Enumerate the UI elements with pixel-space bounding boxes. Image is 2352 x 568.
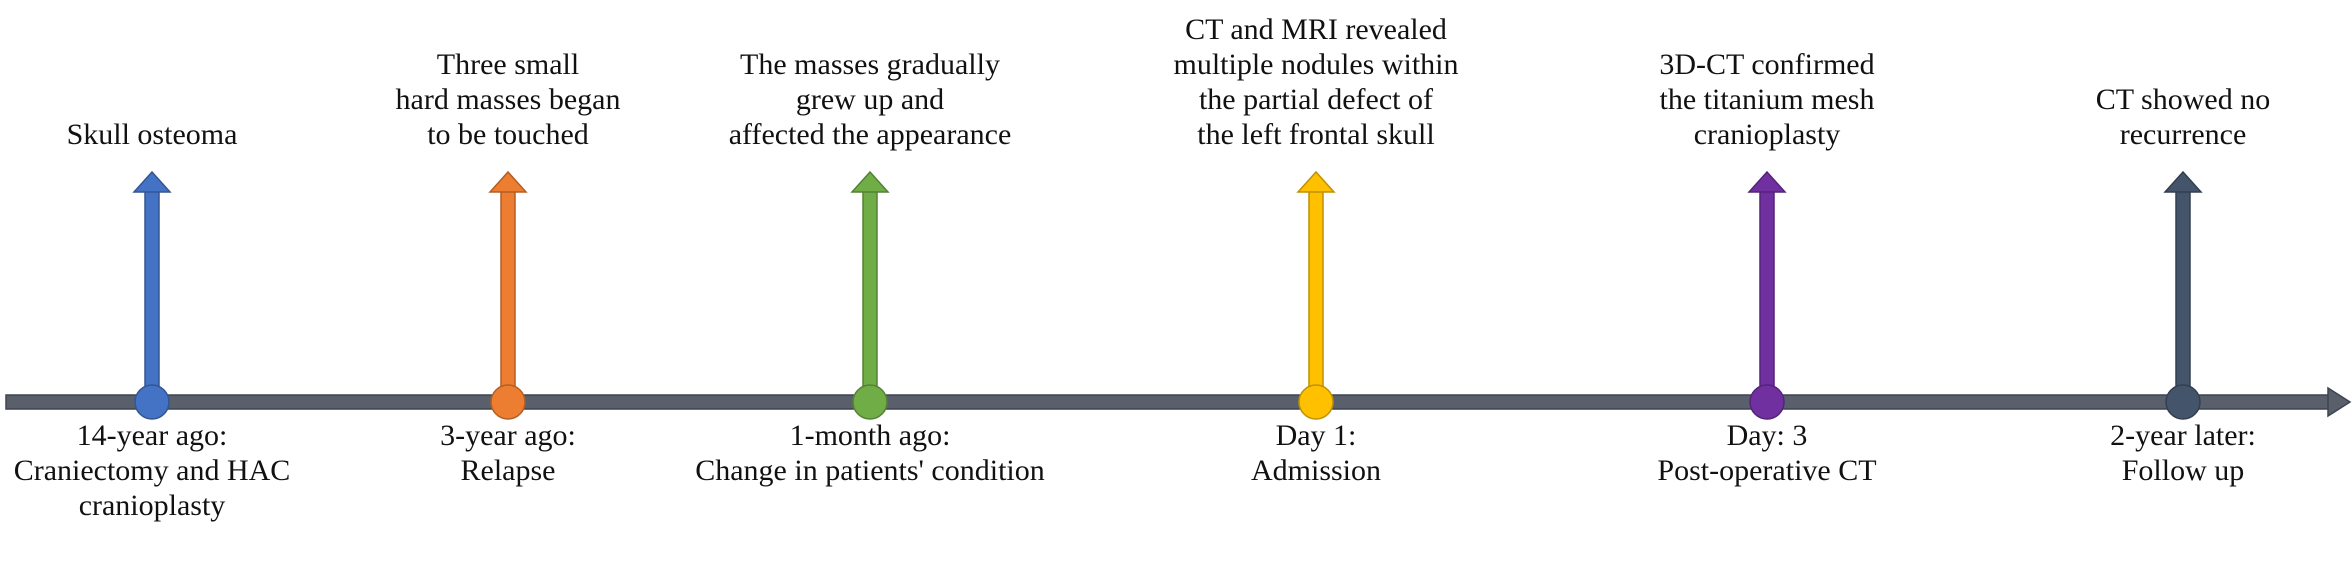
skull-osteoma-timepoint-line: Craniectomy and HAC <box>13 454 291 487</box>
admission-timepoint-line: Admission <box>1250 454 1382 487</box>
post-operative-timepoint-line: Post-operative CT <box>1657 454 1877 487</box>
relapse-description-line: hard masses began <box>395 83 621 116</box>
timeline-axis-bar <box>5 394 2331 410</box>
relapse-arrow-head <box>488 170 528 193</box>
follow-up-arrow-shaft <box>2175 189 2191 403</box>
condition-change-timepoint: 1-month ago:Change in patients' conditio… <box>650 418 1090 488</box>
admission-description-line: the partial defect of <box>1198 83 1434 116</box>
follow-up-timepoint-line: Follow up <box>2121 454 2245 487</box>
admission-timepoint: Day 1:Admission <box>1096 418 1536 488</box>
event-markers <box>134 384 2201 420</box>
timeline-axis-arrowhead <box>2327 386 2352 418</box>
condition-change-marker <box>852 384 888 420</box>
skull-osteoma-description-line: Skull osteoma <box>66 118 238 151</box>
admission-description-line: multiple nodules within <box>1173 48 1459 81</box>
admission-description-line: the left frontal skull <box>1197 118 1435 151</box>
condition-change-arrow-head <box>850 170 890 193</box>
skull-osteoma-timepoint-line: 14-year ago: <box>76 419 228 452</box>
condition-change-timepoint-line: Change in patients' condition <box>695 454 1045 487</box>
relapse-timepoint-line: 3-year ago: <box>440 419 576 452</box>
post-operative-description-line: 3D-CT confirmed <box>1659 48 1875 81</box>
timeline-axis <box>5 386 2352 418</box>
post-operative-timepoint-line: Day: 3 <box>1726 419 1808 452</box>
follow-up-description-line: CT showed no <box>2095 83 2271 116</box>
skull-osteoma-marker <box>134 384 170 420</box>
admission-arrow-head <box>1296 170 1336 193</box>
post-operative-arrow-head <box>1747 170 1787 193</box>
relapse-description-line: to be touched <box>427 118 589 151</box>
post-operative-description-line: cranioplasty <box>1693 118 1841 151</box>
follow-up-arrow-head <box>2163 170 2203 193</box>
skull-osteoma-timepoint-line: cranioplasty <box>78 489 226 522</box>
condition-change-timepoint-line: 1-month ago: <box>789 419 951 452</box>
admission-arrow-shaft <box>1308 189 1324 403</box>
condition-change-arrow-shaft <box>862 189 878 403</box>
admission-timepoint-line: Day 1: <box>1275 419 1357 452</box>
relapse-marker <box>490 384 526 420</box>
condition-change-description-line: The masses gradually <box>740 48 1000 81</box>
admission-description-line: CT and MRI revealed <box>1185 13 1447 46</box>
event-arrows <box>132 170 2203 403</box>
relapse-arrow-shaft <box>500 189 516 403</box>
follow-up-timepoint-line: 2-year later: <box>2110 419 2256 452</box>
skull-osteoma-arrow-head <box>132 170 172 193</box>
condition-change-description-line: affected the appearance <box>728 118 1012 151</box>
skull-osteoma-arrow-shaft <box>144 189 160 403</box>
post-operative-marker <box>1749 384 1785 420</box>
follow-up-marker <box>2165 384 2201 420</box>
relapse-description-line: Three small <box>436 48 580 81</box>
skull-osteoma-description: Skull osteoma <box>0 117 372 152</box>
post-operative-description-line: the titanium mesh <box>1659 83 1875 116</box>
post-operative-arrow-shaft <box>1759 189 1775 403</box>
condition-change-description-line: grew up and <box>795 83 945 116</box>
admission-marker <box>1298 384 1334 420</box>
relapse-timepoint: 3-year ago:Relapse <box>288 418 728 488</box>
follow-up-timepoint: 2-year later:Follow up <box>1963 418 2352 488</box>
relapse-timepoint-line: Relapse <box>460 454 556 487</box>
follow-up-description-line: recurrence <box>2119 118 2247 151</box>
